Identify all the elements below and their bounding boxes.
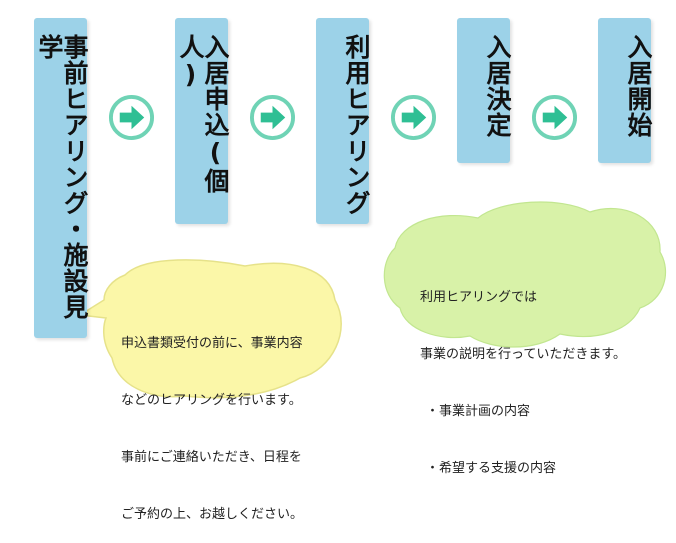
left-note-line: 事前にご連絡いただき、日程を: [121, 450, 302, 465]
left-note-line: などのヒアリングを行います。: [121, 393, 302, 408]
right-note: 利用ヒアリングでは 事業の説明を行っていただきます。 ・事業計画の内容 ・希望す…: [420, 250, 626, 497]
left-note-line: 申込書類受付の前に、事業内容: [121, 336, 303, 351]
right-arrow-icon: [390, 94, 437, 141]
right-speech-cloud: [383, 201, 667, 348]
right-arrow-icon: [531, 94, 578, 141]
speech-bubbles: [77, 201, 667, 399]
step-box-3: 利用ヒアリング: [316, 18, 371, 224]
step-label-2: 入居申込(個人): [176, 34, 230, 194]
right-arrow-icon: [249, 94, 296, 141]
right-note-line: 事業の説明を行っていただきます。: [420, 347, 627, 362]
right-note-line: 利用ヒアリングでは: [420, 290, 538, 305]
step-label-1: 事前ヒアリング・施設見学: [35, 34, 89, 320]
step-label-5: 入居開始: [624, 34, 653, 138]
step-label-3: 利用ヒアリング: [342, 34, 371, 216]
step-box-2: 入居申込(個人): [175, 18, 230, 224]
step-box-1: 事前ヒアリング・施設見学: [34, 18, 89, 338]
step-box-4: 入居決定: [457, 18, 512, 163]
right-note-line: ・希望する支援の内容: [426, 461, 557, 476]
right-arrow-icon: [108, 94, 155, 141]
left-speech-bubble: [77, 259, 342, 399]
step-label-4: 入居決定: [483, 34, 512, 138]
left-note: 申込書類受付の前に、事業内容 などのヒアリングを行います。 事前にご連絡いただき…: [121, 296, 303, 543]
right-note-line: ・事業計画の内容: [426, 404, 531, 419]
step-box-5: 入居開始: [598, 18, 653, 163]
left-note-line: ご予約の上、お越しください。: [121, 507, 304, 522]
